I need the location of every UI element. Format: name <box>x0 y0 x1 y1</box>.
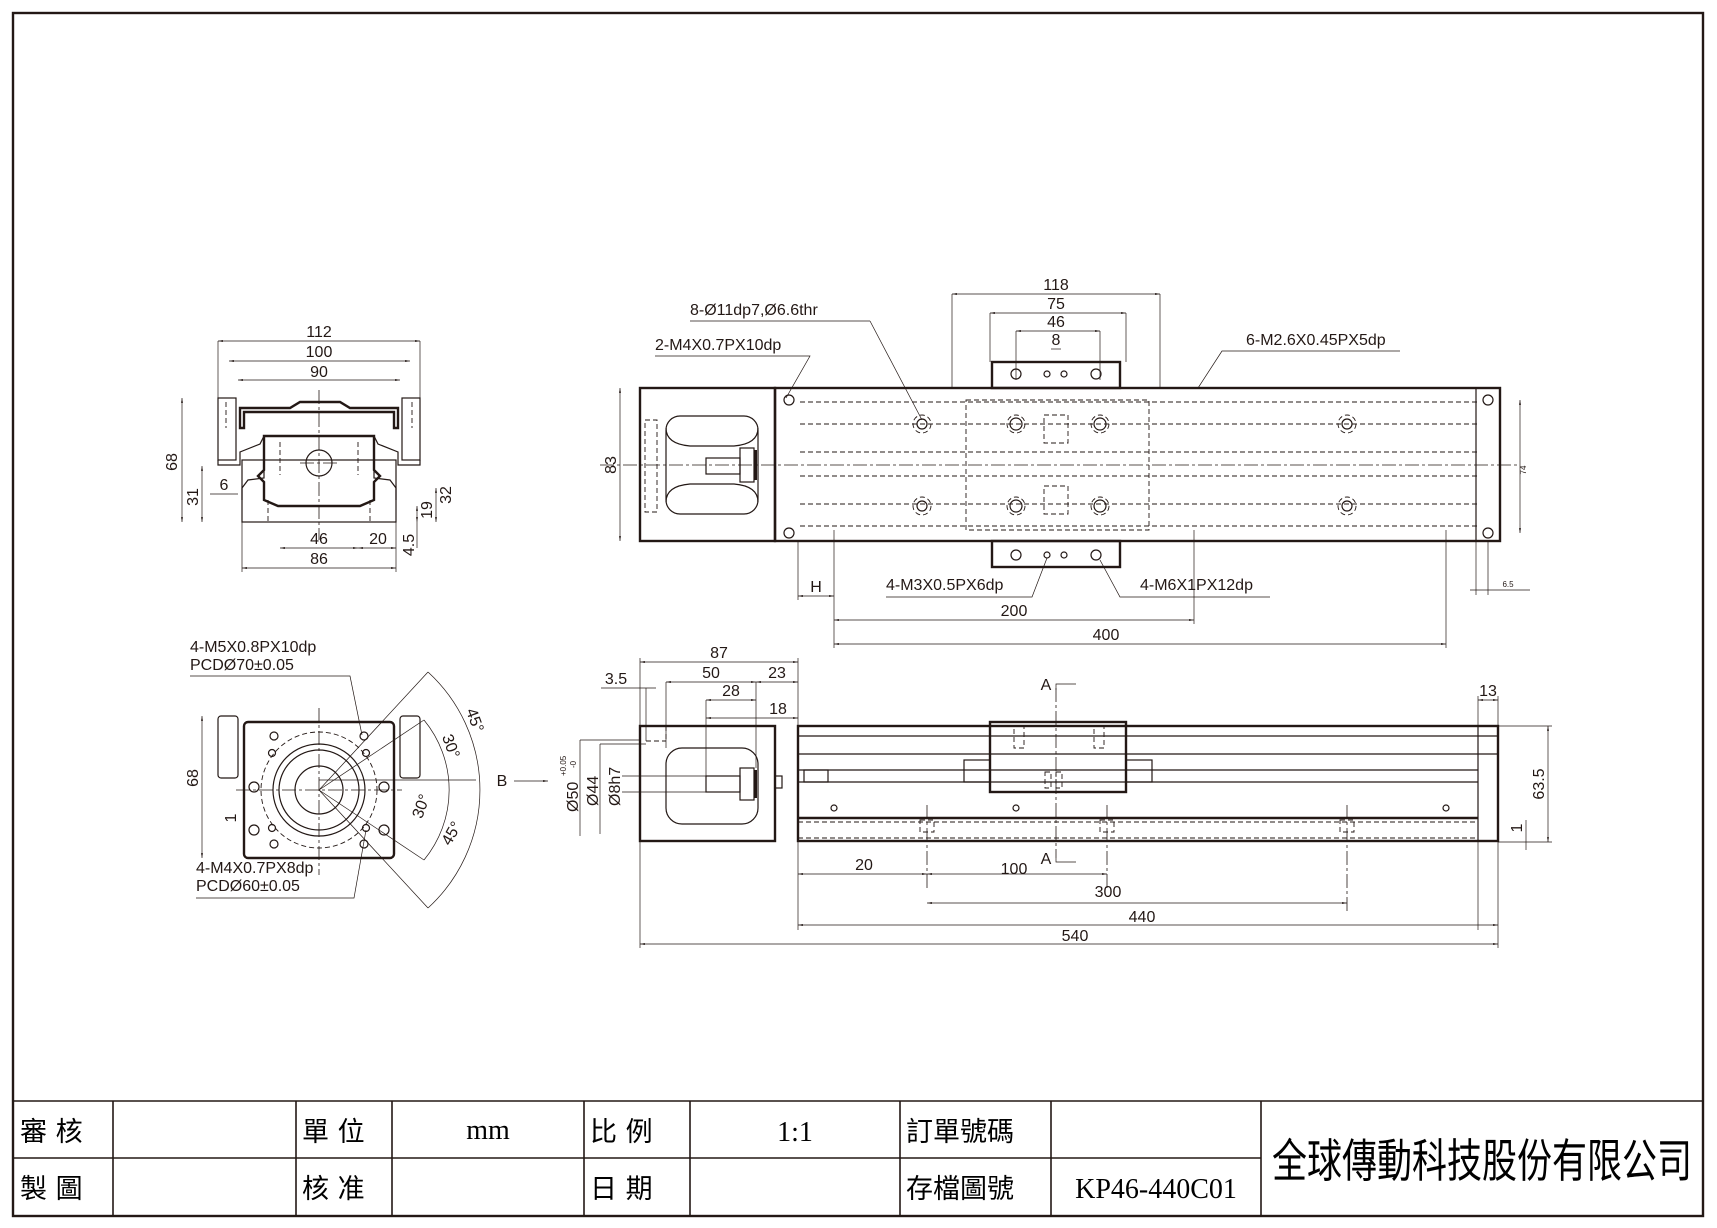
linear-stage-body-side <box>796 724 1500 843</box>
dim-86: 86 <box>310 551 328 568</box>
end-view: 112 100 90 68 31 6 32 19 4.5 46 20 86 <box>164 324 455 572</box>
dim-540: 540 <box>1062 928 1089 945</box>
carriage-side <box>988 720 1128 794</box>
dim-200: 200 <box>1001 603 1028 620</box>
dim-23: 23 <box>768 665 786 682</box>
dim-dia-50-tol-lower: -0 <box>569 760 578 768</box>
label-order-no: 訂單號碼 <box>906 1117 1014 1148</box>
note-counterbore: 8-Ø11dp7,Ø6.6thr <box>690 302 818 319</box>
section-label-a-top: A <box>1041 677 1052 694</box>
note-m3-tap: 4-M3X0.5PX6dp <box>886 577 1004 594</box>
label-file-no: 存檔圖號 <box>906 1174 1014 1205</box>
dim-18: 18 <box>769 701 787 718</box>
value-unit: mm <box>466 1115 510 1146</box>
dim-68-end: 68 <box>164 453 181 471</box>
dim-dia-50: Ø50 <box>565 782 582 812</box>
note-cover-tap: 6-M2.6X0.45PX5dp <box>1246 332 1386 349</box>
flange-left-tab <box>217 715 239 779</box>
dim-440: 440 <box>1129 909 1156 926</box>
dim-6-5: 6.5 <box>1502 580 1514 589</box>
note-m5-tap: 4-M5X0.8PX10dp <box>190 639 316 656</box>
dim-3-5: 3.5 <box>605 671 627 688</box>
dim-87: 87 <box>710 645 728 662</box>
dim-112: 112 <box>306 324 332 341</box>
label-date: 日 期 <box>590 1174 653 1205</box>
dim-100: 100 <box>306 344 333 361</box>
dim-13: 13 <box>1479 683 1497 700</box>
end-view-rail <box>256 434 382 508</box>
dim-400: 400 <box>1093 627 1120 644</box>
dim-68-flange: 68 <box>185 769 202 787</box>
linear-stage-body-top <box>773 386 1502 543</box>
dim-32: 32 <box>438 486 455 504</box>
dim-dia-44: Ø44 <box>585 776 602 806</box>
label-reviewed: 審 核 <box>20 1117 83 1148</box>
dim-46-end: 46 <box>310 531 328 548</box>
top-view: 8-Ø11dp7,Ø6.6thr 2-M4X0.7PX10dp 6-M2.6X0… <box>600 277 1530 648</box>
angle-30-bottom: 30° <box>410 792 434 821</box>
dim-300: 300 <box>1095 884 1122 901</box>
label-scale: 比 例 <box>590 1117 653 1148</box>
counterbore-holes <box>912 414 1357 516</box>
side-view: B A A <box>497 645 1552 948</box>
end-view-bracket <box>217 435 265 500</box>
end-view-right-tab <box>401 397 421 461</box>
end-view-cover <box>238 400 400 430</box>
angle-45-top: 45° <box>462 706 486 735</box>
dim-dia-8h7: Ø8h7 <box>607 767 624 806</box>
note-pcd60: PCDØ60±0.05 <box>196 878 300 895</box>
dim-31: 31 <box>185 488 202 506</box>
dim-19: 19 <box>419 501 436 519</box>
dim-8: 8 <box>1052 332 1061 349</box>
section-label-a-bottom: A <box>1041 851 1052 868</box>
view-arrow-b: B <box>497 773 508 790</box>
dim-28: 28 <box>722 683 740 700</box>
dim-4-5: 4.5 <box>401 534 418 556</box>
motor-flange-view: 4-M5X0.8PX10dp PCDØ70±0.05 45° 30° 30° 4… <box>185 639 486 909</box>
dim-20-side: 20 <box>855 857 873 874</box>
dim-46-top: 46 <box>1047 314 1065 331</box>
angle-45-bottom: 45° <box>439 819 466 848</box>
value-scale: 1:1 <box>777 1117 813 1148</box>
dim-1-side: 1 <box>1509 823 1526 832</box>
dim-20-end: 20 <box>369 531 387 548</box>
value-file-no: KP46-440C01 <box>1075 1174 1237 1205</box>
note-m4-tap: 4-M4X0.7PX8dp <box>196 860 314 877</box>
label-drawn: 製 圖 <box>20 1174 83 1205</box>
company-name: 全球傳動科技股份有限公司 <box>1272 1134 1692 1188</box>
dim-6: 6 <box>220 477 229 494</box>
note-pcd70: PCDØ70±0.05 <box>190 657 294 674</box>
dim-dia-50-tol-upper: +0.05 <box>559 755 568 776</box>
dim-1-flange: 1 <box>223 813 240 822</box>
dim-90: 90 <box>310 364 328 381</box>
note-m6-tap: 4-M6X1PX12dp <box>1140 577 1253 594</box>
dim-100-side: 100 <box>1001 861 1028 878</box>
title-block: 審 核 製 圖 單 位 核 准 mm 比 例 日 期 1:1 訂單號碼 存檔圖號… <box>13 1100 1703 1216</box>
label-approved: 核 准 <box>302 1174 365 1205</box>
drawing-border <box>11 11 1705 1218</box>
dim-118: 118 <box>1043 277 1069 294</box>
angle-30-top: 30° <box>438 732 462 761</box>
dim-75: 75 <box>1047 296 1065 313</box>
end-view-left-tab <box>217 397 237 461</box>
dim-h: H <box>810 579 822 596</box>
carriage-top <box>990 360 1122 390</box>
dim-63-5: 63.5 <box>1531 768 1548 799</box>
label-unit: 單 位 <box>302 1117 365 1148</box>
dim-74: 74 <box>1519 465 1528 474</box>
flange-right-tab <box>399 715 421 779</box>
dim-50: 50 <box>702 665 720 682</box>
note-motor-tap: 2-M4X0.7PX10dp <box>655 337 781 354</box>
